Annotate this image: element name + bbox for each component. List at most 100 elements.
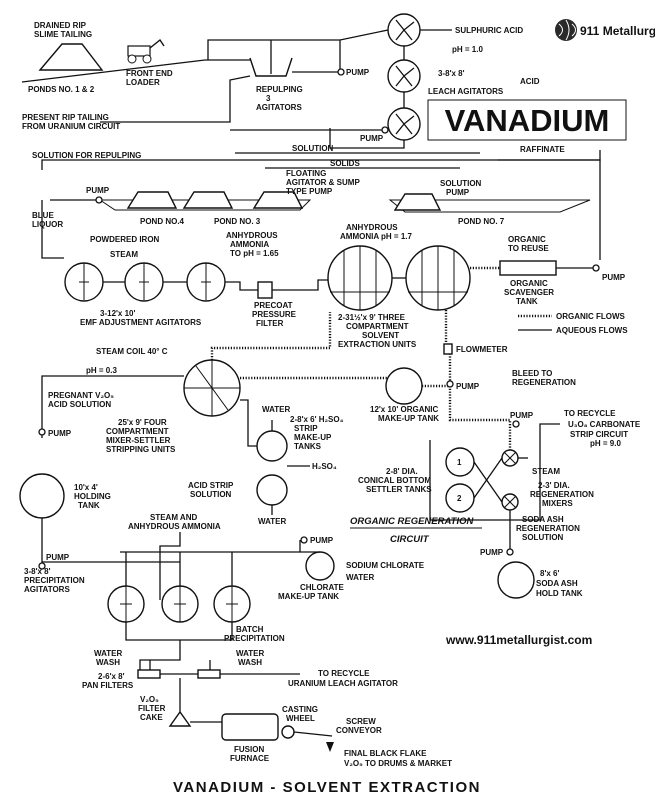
label-chlorate-tank-2: MAKE-UP TANK <box>278 592 339 601</box>
label-flowmeter: FLOWMETER <box>456 345 508 354</box>
pan-filter-1 <box>137 669 161 679</box>
repulp-to-leach <box>292 29 389 73</box>
label-holding-2: HOLDING <box>74 492 111 501</box>
chlorate-makeup-tank <box>305 551 335 581</box>
flowmeter <box>443 343 453 355</box>
label-stripping-3: MIXER-SETTLER <box>106 436 171 445</box>
label-organic-reuse-2: TO REUSE <box>508 244 549 253</box>
label-extraction-2: COMPARTMENT <box>346 322 409 331</box>
strip-acid-line <box>240 399 257 447</box>
pond-7-dike <box>393 193 442 211</box>
label-soda-hold-2: SODA ASH <box>536 579 578 588</box>
label-h2so4: H₂SO₄ <box>312 462 337 471</box>
extraction-unit-2 <box>405 245 471 311</box>
label-extraction-4: EXTRACTION UNITS <box>338 340 417 349</box>
label-sodium-chlorate: SODIUM CHLORATE <box>346 561 425 570</box>
label-solution: SOLUTION <box>292 144 334 153</box>
label-scavenger-3: TANK <box>516 297 538 306</box>
filter-to-extraction <box>272 279 330 291</box>
label-screw-1: SCREW <box>346 717 376 726</box>
label-drained-2: SLIME TAILING <box>34 30 92 39</box>
label-bleed-1: BLEED TO <box>512 369 552 378</box>
label-anhyd-top-3: TO pH = 1.65 <box>230 249 279 258</box>
pond-4 <box>126 191 178 209</box>
label-loader-1: FRONT END <box>126 69 173 78</box>
rip-slime-pile <box>38 43 104 71</box>
bleed-line <box>448 386 512 450</box>
scavenger-tank <box>499 260 557 276</box>
leach-agitator-2 <box>387 59 421 93</box>
label-scavenger-1: ORGANIC <box>510 279 548 288</box>
h2so4-strip-tank-1 <box>256 430 288 462</box>
extraction-unit-1 <box>327 245 393 311</box>
label-soda-regen-3: SOLUTION <box>522 533 564 542</box>
chlorate-pump-line <box>299 540 320 553</box>
label-precip-1: 3-8'x 8' <box>24 567 51 576</box>
raffinate-line <box>498 159 601 260</box>
regen-loop <box>429 423 560 521</box>
casting-wheel <box>281 725 295 739</box>
label-stripping-1: 25'x 9' FOUR <box>118 418 167 427</box>
label-regen-mixers-2: REGENERATION <box>530 490 594 499</box>
label-pump-regen: PUMP <box>510 411 534 420</box>
label-floating-3: TYPE PUMP <box>286 187 333 196</box>
emf-agitator-3 <box>186 262 226 302</box>
present-tailing-line <box>100 75 251 123</box>
front-end-loader-icon <box>127 38 165 64</box>
label-final-1: FINAL BLACK FLAKE <box>344 749 427 758</box>
emf-agitator-1 <box>64 262 104 302</box>
label-acid-strip-2: SOLUTION <box>190 490 232 499</box>
label-pregnant-1: PREGNANT V₂O₅ <box>48 391 114 400</box>
label-water-1: WATER <box>262 405 291 414</box>
legend-organic-label: ORGANIC FLOWS <box>556 312 626 321</box>
website-link[interactable]: www.911metallurgist.com <box>445 633 592 647</box>
ground-line <box>21 59 206 83</box>
label-precoat-2: PRESSURE <box>252 310 297 319</box>
solution-for-repulping-line <box>41 150 601 170</box>
label-wash2-2: WASH <box>238 658 262 667</box>
label-fusion-2: FURNACE <box>230 754 270 763</box>
big-title: VANADIUM <box>445 103 610 138</box>
leach-agitator-3 <box>387 107 421 141</box>
label-sol-pump-2: PUMP <box>446 188 470 197</box>
label-wash1-2: WASH <box>96 658 120 667</box>
label-holding-1: 10'x 4' <box>74 483 98 492</box>
regen-mixer-2 <box>501 493 519 511</box>
precip-discharge <box>125 622 233 641</box>
label-pump-pond: PUMP <box>86 186 110 195</box>
stripping-unit <box>183 359 241 417</box>
leach-agitator-1 <box>387 13 421 47</box>
label-precoat-3: FILTER <box>256 319 284 328</box>
label-pump-leach: PUMP <box>360 134 384 143</box>
label-pump-chlor: PUMP <box>310 536 334 545</box>
emf-agitator-2 <box>124 262 164 302</box>
label-organic-makeup-2: MAKE-UP TANK <box>378 414 439 423</box>
label-loader-2: LOADER <box>126 78 160 87</box>
label-drained-1: DRAINED RIP <box>34 21 87 30</box>
label-settler-1: 2-8' DIA. <box>386 467 418 476</box>
pond-3b <box>252 191 304 209</box>
label-scavenger-2: SCAVENGER <box>504 288 554 297</box>
label-regen-mixers-3: MIXERS <box>542 499 573 508</box>
label-emf-2: EMF ADJUSTMENT AGITATORS <box>80 318 202 327</box>
soda-ash-hold-tank <box>497 561 535 599</box>
label-pump-org: PUMP <box>456 382 480 391</box>
label-floating-2: AGITATOR & SUMP <box>286 178 360 187</box>
label-tank-1: 1 <box>457 458 462 467</box>
section-title-line-1: ORGANIC REGENERATION <box>350 516 474 527</box>
label-precip-3: AGITATORS <box>24 585 70 594</box>
label-strip-tanks-3: MAKE-UP <box>294 433 332 442</box>
label-soda-regen-1: SODA ASH <box>522 515 564 524</box>
label-cake-3: CAKE <box>140 713 163 722</box>
label-wash2-1: WATER <box>236 649 265 658</box>
label-wash1-1: WATER <box>94 649 123 658</box>
top-feed-line <box>207 39 340 60</box>
label-steam-regen: STEAM <box>532 467 560 476</box>
regen-mixer-1 <box>501 449 519 467</box>
label-holding-3: TANK <box>78 501 100 510</box>
label-acid-strip-1: ACID STRIP <box>188 481 234 490</box>
label-extraction-3: SOLVENT <box>362 331 399 340</box>
emf-to-filter <box>225 281 258 291</box>
label-steam-ammonia-2: ANHYDROUS AMMONIA <box>128 522 221 531</box>
